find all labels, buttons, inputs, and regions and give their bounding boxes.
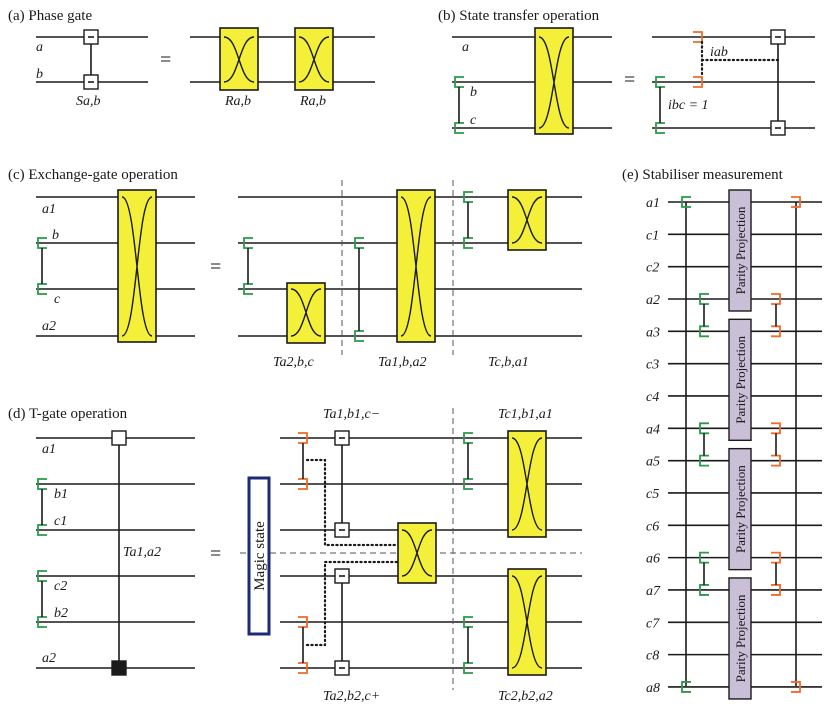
exchange-gate-top [507,430,547,538]
equals-sign: = [210,256,221,278]
parity-projection-box [728,318,752,442]
parity-projection-box [728,189,752,312]
wire-label-b: b [36,67,43,82]
wire-label-b: b [52,228,59,243]
wire-label-b2: b2 [54,606,68,621]
wire-label-c: c [470,113,477,128]
orange-bracket [791,196,801,208]
exchange-symbol [121,196,153,337]
magic-state-box [247,476,271,636]
wire-label-a1: a1 [42,202,56,217]
parity-projection-box [728,447,752,571]
stabiliser-wire-labels: a1 c1 c2 a2 a3 c3 c4 a4 a5 c5 c6 a6 a7 c7 c8 a8 [646,196,661,696]
exchange-symbol [538,36,570,129]
parity-projection-label: Parity Projection [733,594,748,682]
parity-projection-label: Parity Projection [733,465,748,553]
stabiliser-brackets [681,196,801,693]
wire-label-b: b [470,85,477,100]
step-label-2: Tc1,b1,a1 [498,407,553,422]
stabiliser-wire-label: a6 [646,552,660,567]
wire-label-a1: a1 [42,442,56,457]
step-label-1: Ta2,b,c [273,355,315,370]
wire-label-c: c [54,292,61,307]
panel-b: (b) State transfer operation a b c = iab… [438,8,815,136]
green-bracket [681,196,691,208]
dotted-line [305,560,400,647]
stabiliser-wire-label: c3 [646,358,659,373]
step-label-4: Tc2,b2,a2 [498,689,553,704]
stabiliser-wire-label: a8 [646,681,660,696]
magic-state-label: Magic state [252,521,268,591]
panel-a: (a) Phase gate a b Sa,b = Ra,b Ra,b [8,8,375,109]
link-label: ibc = 1 [668,98,709,113]
equals-sign: = [210,543,221,565]
parity-projection-label: Parity Projection [733,335,748,423]
equals-sign: = [624,69,635,91]
stabiliser-wire-label: a2 [646,293,660,308]
step-label-2: Ta1,b,a2 [378,355,427,370]
stabiliser-wire-label: c6 [646,519,659,534]
panel-c: (c) Exchange-gate operation a1 b c a2 = [8,167,582,370]
panel-c-title: (c) Exchange-gate operation [8,167,178,183]
exchange-symbol [511,575,543,669]
exchange-symbol [511,437,543,531]
stabiliser-wire-label: a4 [646,422,660,437]
orange-bracket [693,76,703,88]
t-gate-node-open [111,430,127,446]
stabiliser-wire-label: a1 [646,196,660,211]
exchange-symbol [400,196,432,337]
exchange-symbol [223,36,255,83]
stabiliser-wire-label: c1 [646,228,659,243]
exchange-symbol [298,36,330,83]
panel-d: (d) T-gate operation a1 b1 c1 c2 b2 a2 T… [8,406,582,704]
orange-bracket [791,681,801,693]
panel-e-title: (e) Stabiliser measurement [622,167,784,183]
equals-sign: = [160,49,171,71]
wire-label-a: a [36,40,43,55]
stabiliser-wire-label: a7 [646,584,661,599]
orange-bracket [693,31,703,43]
wire-label-a2: a2 [42,651,56,666]
step-label-3: Ta2,b2,c+ [323,689,380,704]
stabiliser-wire-label: c4 [646,390,659,405]
t-gate-node-filled [111,660,127,676]
stabiliser-wire-label: c5 [646,487,659,502]
rhs-label-2: Ra,b [299,94,326,109]
step-label-1: Ta1,b1,c− [323,407,380,422]
wire-label-c2: c2 [54,579,67,594]
dotted-label: iab [710,45,728,60]
green-bracket [681,681,691,693]
panel-a-title: (a) Phase gate [8,8,92,24]
rhs-label-1: Ra,b [224,94,251,109]
panel-d-title: (d) T-gate operation [8,406,128,422]
stabiliser-wire-label: c7 [646,616,660,631]
parity-projection-box [728,577,752,700]
panel-e: (e) Stabiliser measurement a1 c1 c2 a2 a3 c3 c… [622,167,822,700]
stabiliser-wire-label: a3 [646,325,660,340]
dotted-line [305,458,400,547]
t-gate-label: Ta1,a2 [123,545,161,560]
exchange-symbol [401,529,433,577]
stabiliser-wire-label: c8 [646,649,659,664]
panel-b-title: (b) State transfer operation [438,8,600,24]
step-label-3: Tc,b,a1 [488,355,529,370]
wire-label-a2: a2 [42,319,56,334]
stabiliser-wire-label: a5 [646,455,660,470]
exchange-symbol [511,196,543,244]
wire-label-b1: b1 [54,487,68,502]
exchange-symbol [290,288,322,337]
parity-projection-label: Parity Projection [733,206,748,294]
stabiliser-wire-label: c2 [646,261,659,276]
wire-label-c1: c1 [54,514,67,529]
wire-label-a: a [462,40,469,55]
phase-gate-label: Sa,b [76,94,101,109]
